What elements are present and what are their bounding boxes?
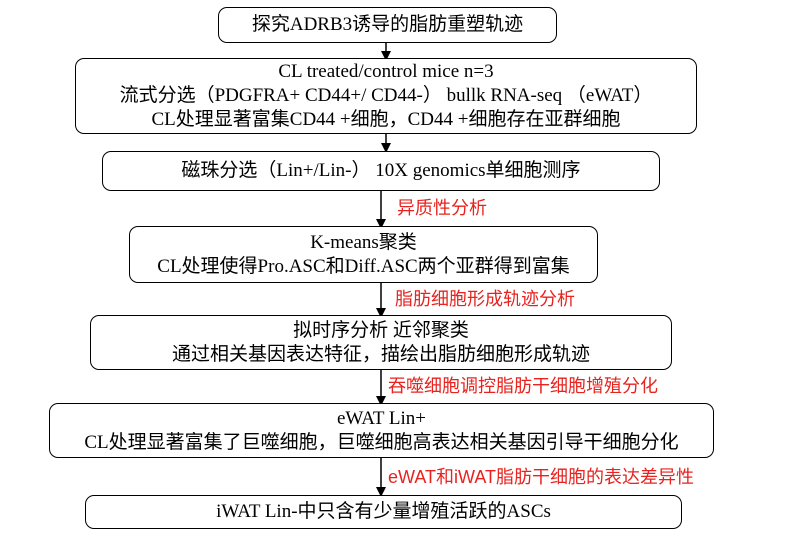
step-5-line-2: 通过相关基因表达特征，描绘出脂肪细胞形成轨迹 xyxy=(171,343,590,365)
step-2-line-2: 流式分选（PDGFRA+ CD44+/ CD44-） bullk RNA-seq… xyxy=(119,85,653,106)
step-5-box: 拟时序分析 近邻聚类 通过相关基因表达特征，描绘出脂肪细胞形成轨迹 xyxy=(90,315,672,370)
annotation-heterogeneity: 异质性分析 xyxy=(397,198,487,218)
step-6-line-1: eWAT Lin+ xyxy=(337,407,426,429)
step-7-line-1: iWAT Lin-中只含有少量增殖活跃的ASCs xyxy=(216,501,551,522)
step-7-box: iWAT Lin-中只含有少量增殖活跃的ASCs xyxy=(85,495,682,529)
step-2-box: CL treated/control mice n=3 流式分选（PDGFRA+… xyxy=(75,58,697,134)
step-2-line-1: CL treated/control mice n=3 xyxy=(278,61,494,82)
annotation-adipocyte-trajectory: 脂肪细胞形成轨迹分析 xyxy=(395,289,575,309)
step-4-line-1: K-means聚类 xyxy=(310,231,417,253)
annotation-ewat-iwat-difference: eWAT和iWAT脂肪干细胞的表达差异性 xyxy=(388,467,694,487)
step-4-box: K-means聚类 CL处理使得Pro.ASC和Diff.ASC两个亚群得到富集 xyxy=(129,226,598,283)
step-4-line-2: CL处理使得Pro.ASC和Diff.ASC两个亚群得到富集 xyxy=(157,255,570,277)
annotation-phagocyte-regulation: 吞噬细胞调控脂肪干细胞增殖分化 xyxy=(388,376,658,396)
step-5-line-1: 拟时序分析 近邻聚类 xyxy=(293,319,469,341)
step-1-box: 探究ADRB3诱导的脂肪重塑轨迹 xyxy=(218,7,557,43)
step-1-line-1: 探究ADRB3诱导的脂肪重塑轨迹 xyxy=(251,14,524,35)
step-3-box: 磁珠分选（Lin+/Lin-） 10X genomics单细胞测序 xyxy=(102,151,660,191)
step-2-line-3: CL处理显著富集CD44 +细胞，CD44 +细胞存在亚群细胞 xyxy=(151,109,621,130)
step-6-line-2: CL处理显著富集了巨噬细胞，巨噬细胞高表达相关基因引导干细胞分化 xyxy=(84,431,679,453)
step-3-line-1: 磁珠分选（Lin+/Lin-） 10X genomics单细胞测序 xyxy=(181,160,581,181)
step-6-box: eWAT Lin+ CL处理显著富集了巨噬细胞，巨噬细胞高表达相关基因引导干细胞… xyxy=(49,403,714,458)
